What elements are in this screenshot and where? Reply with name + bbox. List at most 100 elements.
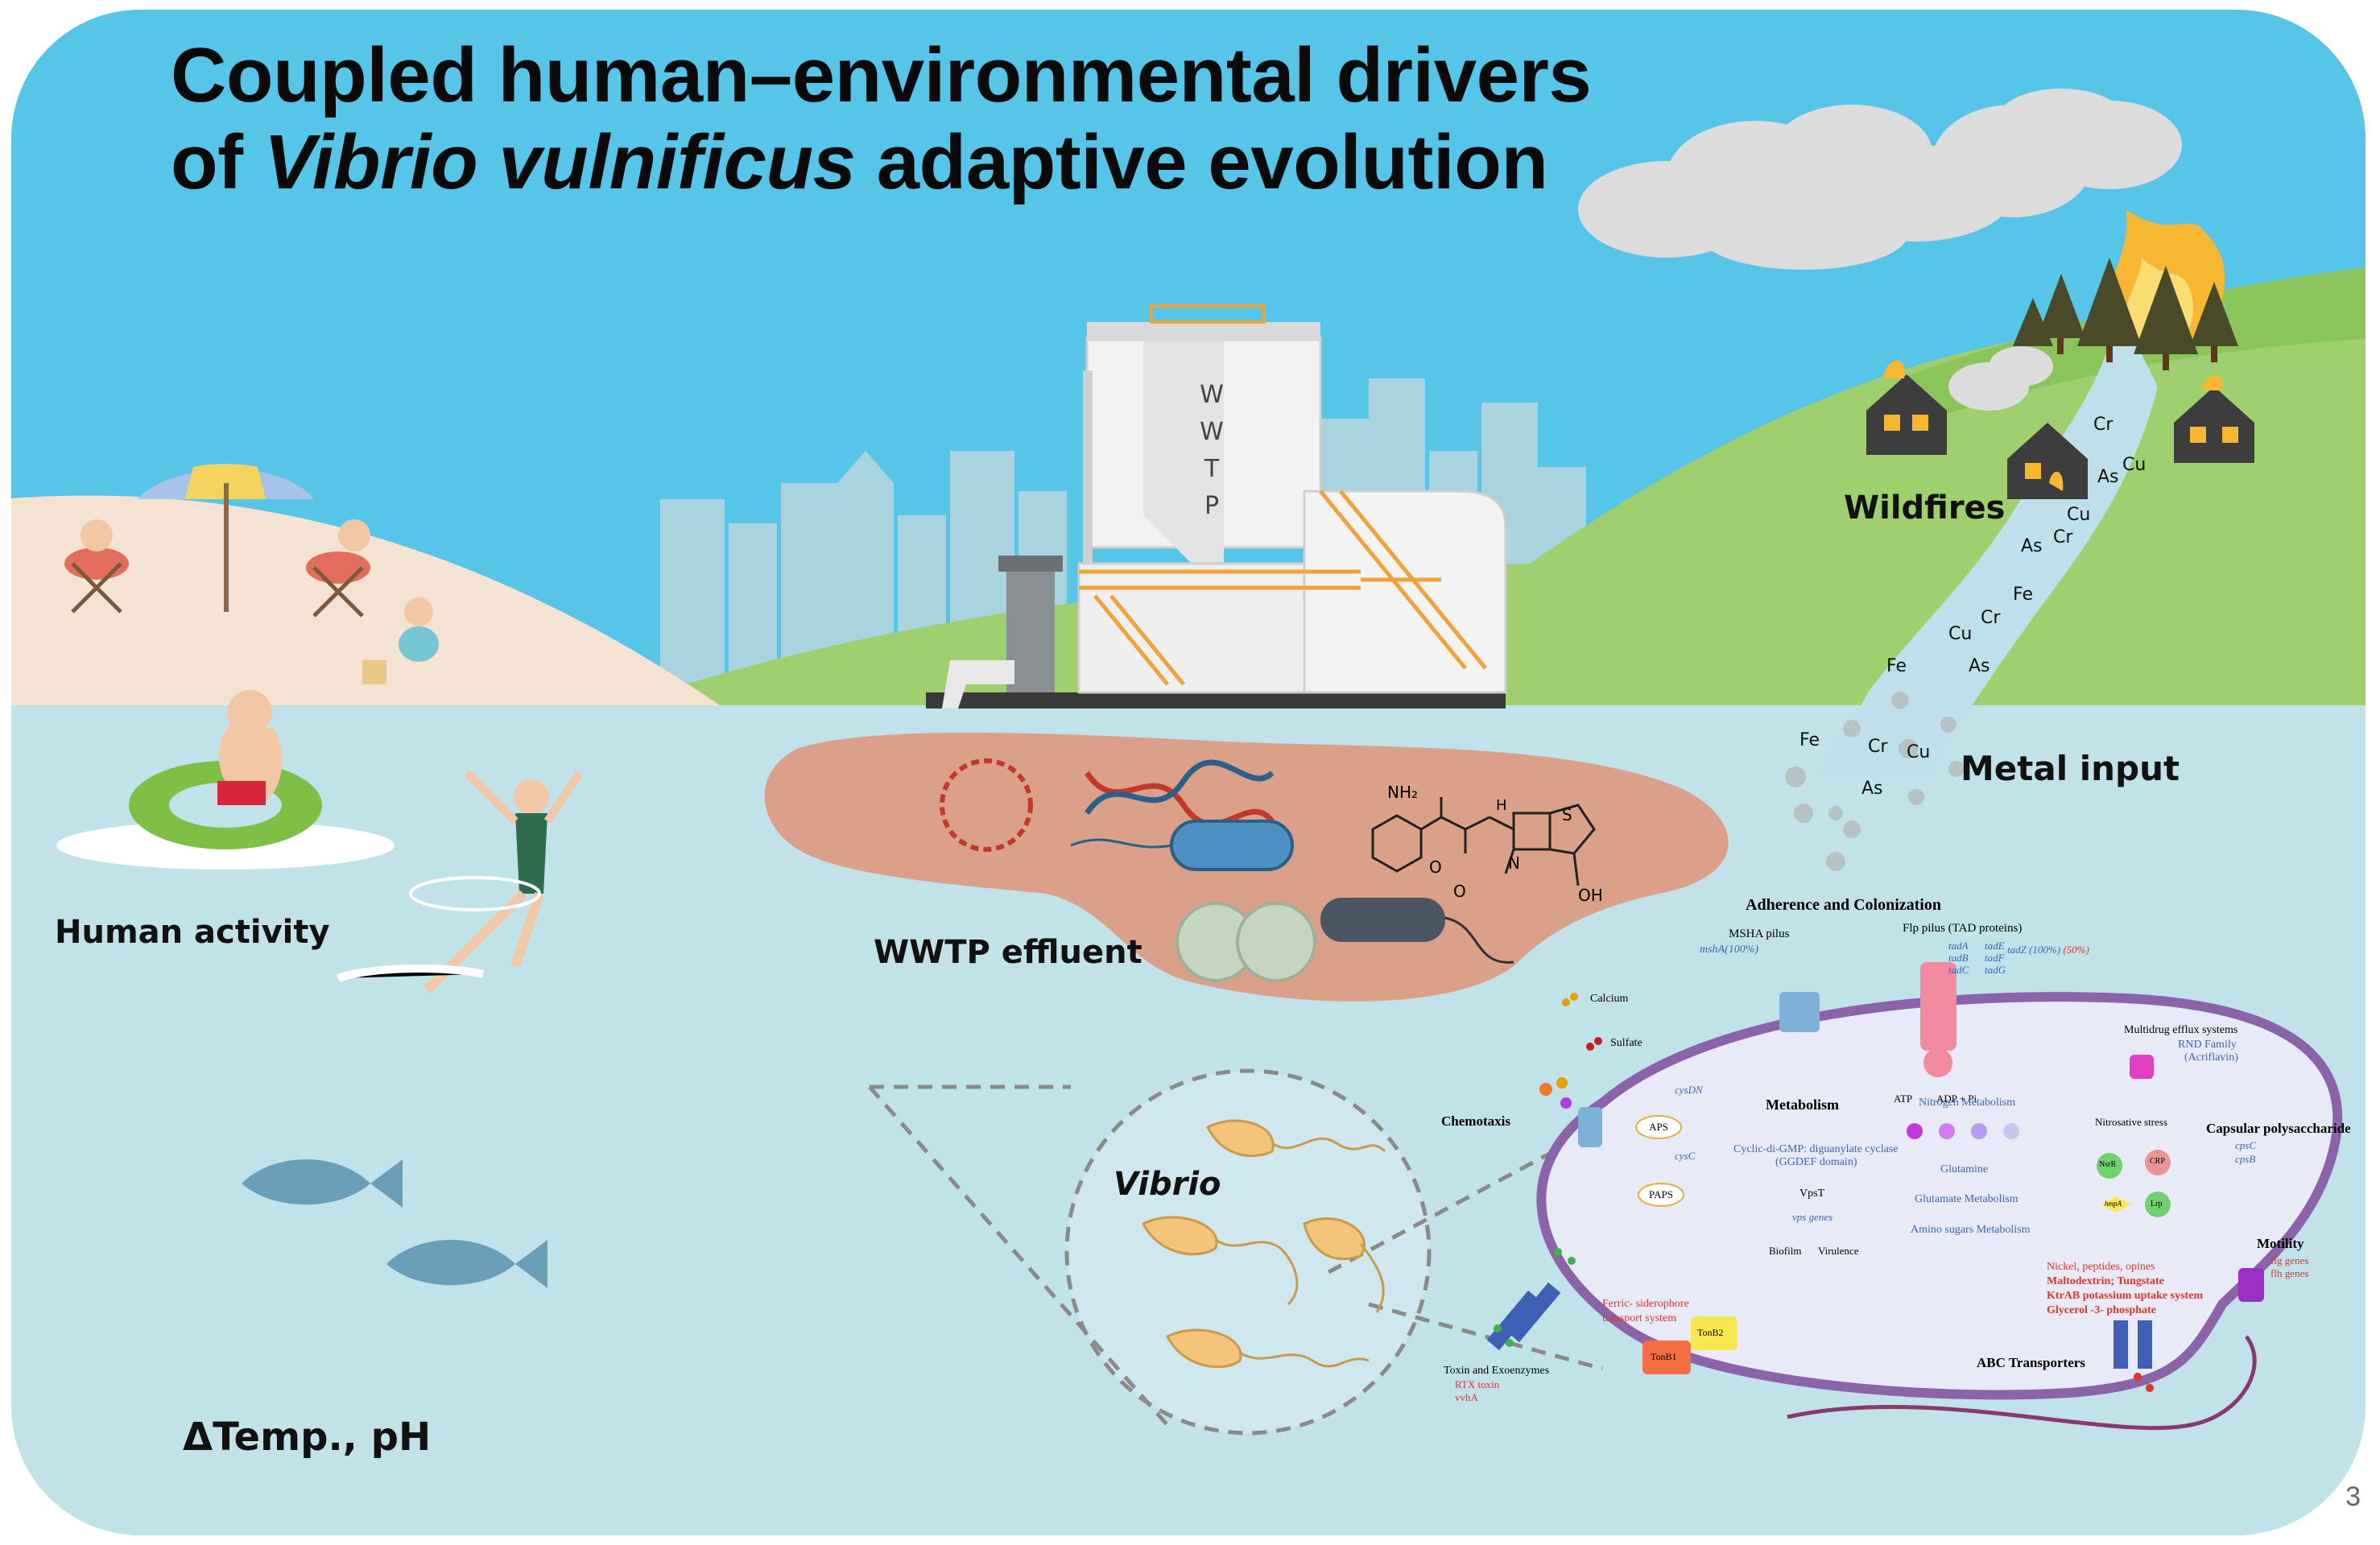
vibrio-label: Vibrio [1114, 1166, 1221, 1203]
rod-bacterium-icon [1320, 898, 1514, 964]
page-title: Coupled human–environmental drivers of V… [171, 32, 1592, 206]
tonb1-label: TonB1 [1651, 1351, 1677, 1362]
metal-symbol: As [1861, 779, 1883, 799]
nsrr-label: NsrR [2099, 1160, 2117, 1169]
multidrug-label: Multidrug efflux systems [2124, 1024, 2238, 1036]
cdg-label: Cyclic-di-GMP: diguanylate cyclase [1733, 1143, 1899, 1155]
metal-symbol: Fe [1799, 730, 1820, 750]
title-line-1: Coupled human–environmental drivers [171, 32, 1592, 118]
penicillin-structure-icon [1371, 797, 1596, 886]
plasmid-icon [940, 758, 1033, 852]
bacterial-cell [1536, 992, 2343, 1400]
cpsc-gene: cpsC [2235, 1139, 2256, 1151]
maltodextrin-label: Maltodextrin; Tungstate [2047, 1275, 2164, 1287]
msha-label: MSHA pilus [1729, 927, 1790, 940]
beach [11, 495, 725, 708]
msha-gene: mshA(100%) [1700, 944, 1759, 956]
metal-symbol: Cu [1907, 742, 1931, 762]
lrp-label: Lrp [2151, 1200, 2163, 1208]
metal-symbol: Cr [2053, 527, 2073, 547]
crp-label: CRP [2150, 1157, 2165, 1166]
biofilm-label: Biofilm [1769, 1245, 1802, 1257]
atp-label: ATP [1894, 1093, 1913, 1105]
metal-symbol: As [2021, 536, 2043, 556]
glycerol-label: Glycerol -3- phosphate [2047, 1304, 2156, 1316]
metal-symbol: Cu [2122, 455, 2147, 475]
chem-h: H [1496, 797, 1507, 814]
rtx-label: RTX toxin [1455, 1378, 1500, 1390]
metal-input-label: Metal input [1961, 749, 2180, 788]
cysc-gene: cysC [1675, 1150, 1696, 1162]
metal-symbol: Cr [1868, 737, 1888, 757]
msha-pilus-protein [1779, 992, 1820, 1032]
wwtp-plant [926, 304, 1507, 708]
vpst-label: VpsT [1799, 1188, 1825, 1200]
dna-helix-icon [1085, 759, 1275, 827]
hmpa-label: hmpA [2105, 1200, 2122, 1208]
nickel-label: Nickel, peptides, opines [2047, 1261, 2155, 1273]
wwtp-effluent-label: WWTP effluent [874, 934, 1142, 971]
motility-label: Motility [2257, 1236, 2304, 1251]
metal-stream [1820, 306, 2158, 773]
wildfires-label: Wildfires [1844, 490, 2006, 527]
glutamine-label: Glutamine [1940, 1163, 1989, 1175]
chem-o2: O [1453, 882, 1466, 901]
adherence-label: Adherence and Colonization [1746, 896, 1941, 914]
ferric-label-2: transport system [1602, 1312, 1677, 1324]
tonb2-label: TonB2 [1697, 1327, 1724, 1338]
efflux-pump-protein [2130, 1055, 2154, 1079]
metal-symbol: Cu [2067, 505, 2091, 525]
glutamate-label: Glutamate Metabolism [1915, 1193, 2018, 1205]
tonb1-protein [1642, 1341, 1691, 1374]
fish-icon [242, 1159, 547, 1288]
coccus-icon [1176, 902, 1316, 982]
flg-genes: flg genes [2271, 1254, 2309, 1266]
chem-oh: OH [1578, 886, 1603, 905]
chem-o1: O [1429, 857, 1442, 877]
ggdef-label: (GGDEF domain) [1775, 1156, 1857, 1168]
flp-pilus-protein [1920, 962, 1956, 1077]
flagellum [1787, 1335, 2257, 1431]
bacterium-icon [1070, 820, 1294, 871]
flp-label: Flp pilus (TAD proteins) [1903, 922, 2023, 935]
virulence-label: Virulence [1818, 1245, 1859, 1257]
vibrio-zoom-circle [868, 1068, 1603, 1436]
tonb2-protein [1691, 1316, 1737, 1350]
vvha-label: vvhA [1455, 1391, 1478, 1403]
sunbathers-icon [64, 519, 439, 684]
nitrogen-metabolism-stars [1907, 1123, 2019, 1139]
metal-symbol: As [2097, 467, 2119, 487]
swimmer-with-float-icon [56, 690, 395, 870]
swimming-girl-icon [337, 770, 584, 994]
burning-forest [2013, 209, 2238, 370]
title-line-2: of Vibrio vulnificus adaptive evolution [171, 119, 1548, 205]
chemotaxis-receptor [1578, 1107, 1602, 1147]
capsular-label: Capsular polysaccharide [2206, 1121, 2351, 1136]
metal-symbol: Cr [2093, 415, 2113, 435]
chem-s: S [1562, 805, 1572, 824]
metal-symbol: As [1969, 656, 1990, 676]
calcium-label: Calcium [1590, 993, 1629, 1005]
nitrosative-label: Nitrosative stress [2095, 1116, 2167, 1128]
tadz-gene: tadZ (100%) (50%) [2007, 944, 2089, 956]
vibrio-bacteria [1141, 1119, 1366, 1369]
rnd-label: RND Family [2178, 1039, 2237, 1051]
adp-label: ADP + Pi [1936, 1093, 1977, 1105]
cpsb-gene: cpsB [2235, 1153, 2256, 1165]
metal-particles [1785, 692, 1965, 871]
chemotaxis-label: Chemotaxis [1441, 1113, 1510, 1129]
ferric-label-1: Ferric- siderophore [1602, 1298, 1689, 1310]
flh-genes: flh genes [2271, 1267, 2309, 1279]
nitrogen-label: Nitrogen Metabolism [1919, 1097, 2016, 1109]
beach-umbrella-icon [137, 464, 314, 612]
page-number: 3 [2345, 1481, 2361, 1512]
metal-symbol: Fe [1886, 656, 1907, 676]
temp-ph-label: ΔTemp., pH [183, 1415, 432, 1460]
metal-symbol: Cu [1948, 624, 1973, 644]
wwtp-tower-letters: W W T P [1200, 381, 1224, 520]
metal-symbol: Fe [2013, 585, 2033, 605]
metal-symbol: Cr [1981, 608, 2001, 628]
